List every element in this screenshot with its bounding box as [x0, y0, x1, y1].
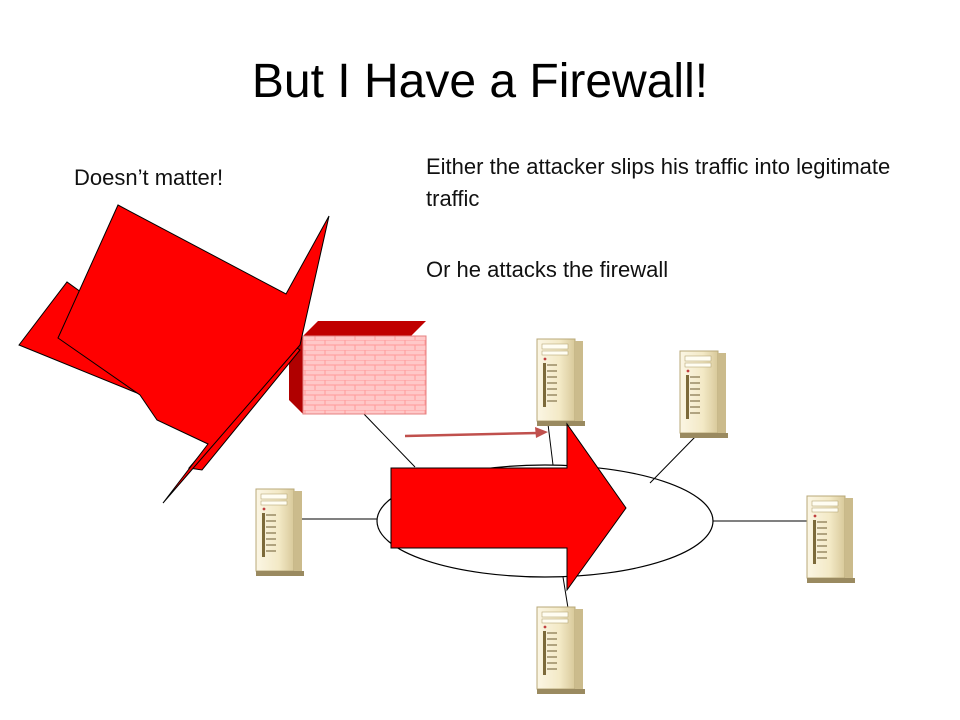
point-traffic: Either the attacker slips his traffic in…: [426, 154, 891, 211]
server-icon: [255, 488, 305, 577]
point-firewall: Or he attacks the firewall: [426, 257, 669, 282]
link-bottom: [562, 576, 569, 609]
attack-arrow-front: [57, 204, 330, 504]
server-icon: [679, 350, 729, 439]
left-caption: Doesn’t matter!: [74, 165, 224, 190]
server-icon: [536, 606, 586, 695]
link-top-right: [649, 436, 696, 484]
slide-title: But I Have a Firewall!: [251, 55, 709, 108]
link-firewall: [362, 412, 416, 468]
link-top-center: [547, 423, 554, 466]
intrusion-arrow: [390, 422, 627, 592]
server-icon: [806, 495, 856, 584]
server-icon: [536, 338, 586, 427]
traffic-arrow: [404, 427, 548, 438]
firewall-icon: [289, 321, 427, 415]
